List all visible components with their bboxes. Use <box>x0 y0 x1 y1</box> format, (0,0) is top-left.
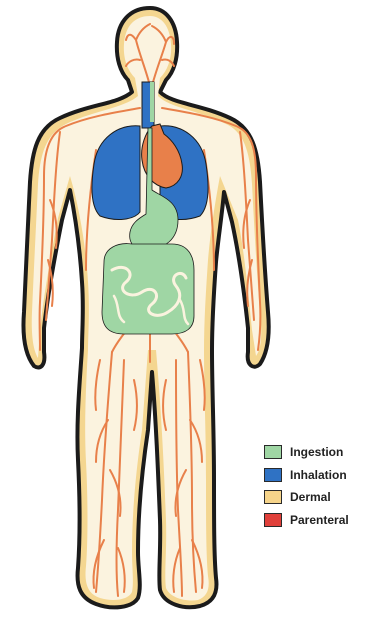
legend-label-inhalation: Inhalation <box>290 468 347 482</box>
intestines-icon <box>102 244 194 334</box>
legend-label-dermal: Dermal <box>290 490 331 504</box>
legend-swatch-inhalation <box>264 468 282 482</box>
legend-label-ingestion: Ingestion <box>290 445 343 459</box>
legend-swatch-ingestion <box>264 445 282 459</box>
legend-swatch-parenteral <box>264 513 282 527</box>
legend-item: Ingestion <box>264 441 376 464</box>
legend-item: Inhalation <box>264 464 376 487</box>
legend-item: Parenteral <box>264 509 376 532</box>
legend-label-parenteral: Parenteral <box>290 513 349 527</box>
legend-item: Dermal <box>264 486 376 509</box>
legend: Ingestion Inhalation Dermal Parenteral <box>264 441 376 531</box>
legend-swatch-dermal <box>264 490 282 504</box>
